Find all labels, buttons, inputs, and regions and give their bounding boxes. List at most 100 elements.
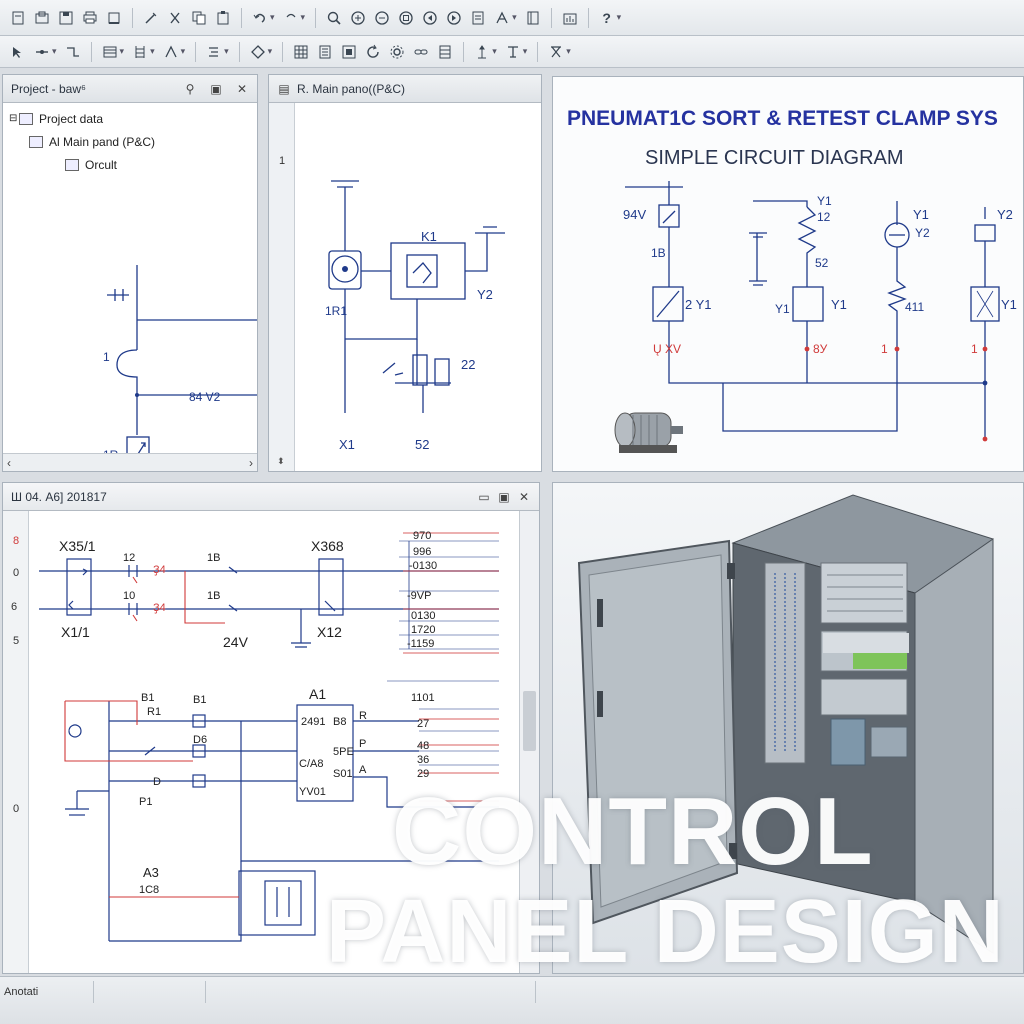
label-x35-1: X35/1 xyxy=(59,538,96,554)
table-icon[interactable] xyxy=(291,42,311,62)
zoom-window-icon[interactable] xyxy=(324,8,344,28)
term-9vp: -9VP xyxy=(407,590,431,602)
minimize-icon[interactable]: ▭ xyxy=(478,489,490,504)
paste-icon[interactable] xyxy=(213,8,233,28)
label-x1: X1 xyxy=(339,437,355,452)
ruler-scroll-icon[interactable]: ⬍ xyxy=(277,456,285,466)
zoom-previous-icon[interactable] xyxy=(420,8,440,28)
save-icon[interactable] xyxy=(56,8,76,28)
term-1159: -1159 xyxy=(407,638,434,650)
cut-icon[interactable] xyxy=(165,8,185,28)
insert-component-icon[interactable] xyxy=(63,42,83,62)
red-label-uxv: Ų ХV xyxy=(653,342,681,356)
tree-item-project-data[interactable]: ⊟ Project data xyxy=(9,107,251,130)
schematic-vertical-scrollbar[interactable] xyxy=(519,511,539,973)
report-icon[interactable] xyxy=(560,8,580,28)
scroll-right-icon[interactable]: › xyxy=(249,455,253,470)
move-icon[interactable] xyxy=(472,42,492,62)
cross-reference-icon[interactable] xyxy=(204,42,224,62)
maximize-icon[interactable]: ▣ xyxy=(498,489,510,504)
symbol-library-icon[interactable] xyxy=(523,8,543,28)
tree-item-label: Project data xyxy=(39,111,104,126)
term-36: 36 xyxy=(417,754,429,766)
red-label-4b: Ҙ4 xyxy=(153,602,166,614)
zoom-extents-icon[interactable] xyxy=(396,8,416,28)
red-terminal xyxy=(804,346,810,352)
zoom-in-icon[interactable] xyxy=(348,8,368,28)
term-996: 996 xyxy=(413,546,431,558)
motor-rotor-dot xyxy=(342,266,348,272)
label-y1-top: Y1 xyxy=(817,194,832,208)
close-icon[interactable]: ✕ xyxy=(236,81,248,96)
label-24v: 24V xyxy=(223,634,249,650)
cross-reference-dropdown-icon[interactable]: ▾ xyxy=(224,46,229,56)
close-icon[interactable]: ✕ xyxy=(518,489,530,504)
pen-icon[interactable] xyxy=(141,8,161,28)
label-10: 10 xyxy=(123,590,135,602)
zoom-out-icon[interactable] xyxy=(372,8,392,28)
help-icon[interactable]: ? xyxy=(602,9,611,26)
status-annotation: Anotati xyxy=(0,981,94,1003)
pin-icon[interactable]: ⚲ xyxy=(185,81,195,96)
text-style-dropdown-icon[interactable]: ▾ xyxy=(512,12,517,22)
ladder-dropdown-icon[interactable]: ▾ xyxy=(150,46,155,56)
door-hinge-bottom xyxy=(729,843,737,859)
delete-dropdown-icon[interactable]: ▾ xyxy=(566,46,571,56)
scroll-left-icon[interactable]: ‹ xyxy=(7,455,11,470)
ruler-mark: 6 xyxy=(11,601,18,613)
label-y2: Y1 xyxy=(1001,297,1017,312)
select-icon[interactable] xyxy=(8,42,28,62)
bom-icon[interactable] xyxy=(315,42,335,62)
zoom-next-icon[interactable] xyxy=(444,8,464,28)
ruler-mark: 0 xyxy=(13,567,20,579)
junction-dot xyxy=(135,393,139,397)
delete-component-icon[interactable] xyxy=(546,42,566,62)
print-icon[interactable] xyxy=(80,8,100,28)
collapse-icon[interactable]: ⊟ xyxy=(9,113,18,124)
scroll-thumb[interactable] xyxy=(523,691,536,751)
move-dropdown-icon[interactable]: ▾ xyxy=(492,46,497,56)
project-horizontal-scrollbar[interactable]: ‹ › xyxy=(3,453,257,471)
label-1c8: 1C8 xyxy=(139,884,159,896)
label-1b-top: 1B xyxy=(207,552,220,564)
panel-layout-icon[interactable] xyxy=(339,42,359,62)
terminal-strip-dropdown-icon[interactable]: ▾ xyxy=(119,46,125,56)
insert-wire-dropdown-icon[interactable]: ▾ xyxy=(52,46,57,56)
ruler-mark: 1 xyxy=(279,155,286,167)
schematic-window-title: Ш 04. A6] 201817 xyxy=(11,489,107,504)
open-file-icon[interactable] xyxy=(32,8,52,28)
new-file-icon[interactable] xyxy=(8,8,28,28)
ladder-icon[interactable] xyxy=(130,42,150,62)
undo-icon[interactable] xyxy=(250,8,270,28)
plc-module-dropdown-icon[interactable]: ▾ xyxy=(267,46,273,56)
annotate-dropdown-icon[interactable]: ▾ xyxy=(180,46,186,56)
tree-item-main-panel[interactable]: Al Main pand (P&C) xyxy=(9,130,251,153)
insert-wire-icon[interactable] xyxy=(32,42,52,62)
refresh-icon[interactable] xyxy=(363,42,383,62)
annotate-icon[interactable] xyxy=(161,42,181,62)
link-icon[interactable] xyxy=(411,42,431,62)
align-dropdown-icon[interactable]: ▾ xyxy=(522,46,528,56)
settings-icon[interactable] xyxy=(387,42,407,62)
plc-module-icon[interactable] xyxy=(248,42,268,62)
rack-icon[interactable] xyxy=(435,42,455,62)
red-terminal xyxy=(982,346,988,352)
align-icon[interactable] xyxy=(503,42,523,62)
red-label-4a: Ҙ4 xyxy=(153,564,166,576)
properties-icon[interactable] xyxy=(468,8,488,28)
copy-icon[interactable] xyxy=(189,8,209,28)
toolbar-separator xyxy=(90,41,92,62)
label-r1: R1 xyxy=(147,706,161,718)
label-k1: K1 xyxy=(421,229,437,244)
layers-icon[interactable] xyxy=(104,8,124,28)
terminal-strip-icon[interactable] xyxy=(100,42,120,62)
tree-item-circuit[interactable]: Orcult xyxy=(9,153,251,176)
help-dropdown-icon[interactable]: ▾ xyxy=(616,12,622,22)
overlay-headline-line1: CONTROL xyxy=(392,778,874,885)
redo-icon[interactable] xyxy=(281,8,301,28)
text-style-icon[interactable] xyxy=(492,8,512,28)
redo-dropdown-icon[interactable]: ▾ xyxy=(300,12,306,22)
float-icon[interactable]: ▣ xyxy=(210,81,222,96)
label-5pe: 5PE xyxy=(333,746,354,758)
undo-dropdown-icon[interactable]: ▾ xyxy=(270,12,275,22)
